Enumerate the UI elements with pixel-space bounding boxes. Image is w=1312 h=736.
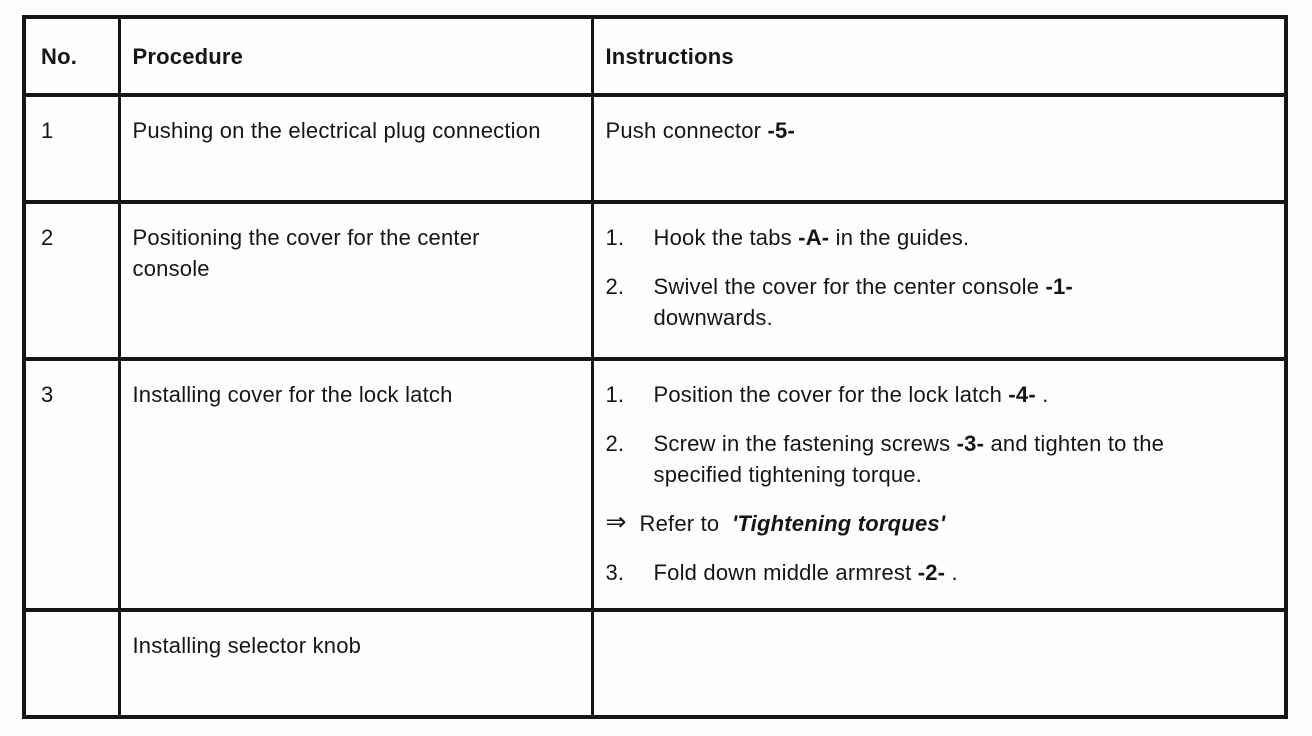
procedure-text: Pushing on the electrical plug connectio… [132, 118, 541, 143]
cell-instructions: Push connector -5- [590, 93, 1288, 204]
text-segment: in the guides. [829, 225, 970, 250]
cell-no [22, 608, 121, 719]
cell-instructions [590, 608, 1288, 719]
text-segment: Swivel the cover for the center console [653, 274, 1046, 299]
instruction-text: Swivel the cover for the center console … [654, 271, 1199, 333]
arrow-right-icon: ⇒ [605, 508, 627, 536]
table-row: 3 Installing cover for the lock latch 1. Po… [22, 357, 1288, 612]
text-segment: -A- [798, 225, 830, 250]
procedure-text: Installing cover for the lock latch [132, 382, 453, 407]
text-segment: Hook the tabs [653, 225, 799, 250]
text-segment: Refer to [639, 511, 732, 536]
item-number: 1. [605, 382, 625, 407]
text-segment: -2- [917, 560, 946, 585]
text-segment: downwards. [653, 305, 773, 330]
cell-procedure: Installing cover for the lock latch [117, 357, 594, 612]
instruction-text: Hook the tabs -A- in the guides. [654, 222, 970, 253]
cell-instructions: 1. Hook the tabs -A- in the guides. 2. Swiv… [590, 200, 1288, 361]
instruction-item: 2. Swivel the cover for the center consol… [606, 271, 1275, 333]
instruction-item: 2. Screw in the fastening screws -3- and … [606, 428, 1275, 490]
item-number: 1. [605, 225, 625, 250]
cell-instructions: 1. Position the cover for the lock latch … [590, 357, 1288, 612]
col-header-procedure: Procedure [117, 15, 594, 97]
header-row: No. Procedure Instructions [22, 15, 1288, 97]
col-header-instructions: Instructions [590, 15, 1288, 97]
instruction-text: Push connector -5- [606, 115, 795, 146]
instruction-item: 1. Position the cover for the lock latch … [606, 379, 1275, 410]
procedure-text: Positioning the cover for the center con… [132, 225, 480, 281]
instruction-item: Push connector -5- [606, 115, 1275, 146]
procedure-text: Installing selector knob [132, 633, 362, 658]
cell-procedure: Installing selector knob [117, 608, 594, 719]
text-segment: -1- [1045, 274, 1073, 299]
text-segment: 'Tightening torques' [731, 511, 946, 536]
text-segment: Screw in the fastening screws [653, 431, 957, 456]
cell-procedure: Pushing on the electrical plug connectio… [117, 93, 594, 204]
item-number: 2. [605, 431, 625, 456]
text-segment: . [945, 560, 958, 585]
cell-no: 3 [22, 357, 121, 612]
instruction-item: 1. Hook the tabs -A- in the guides. [606, 222, 1275, 253]
instruction-text: Screw in the fastening screws -3- and ti… [654, 428, 1199, 490]
text-segment: Push connector [605, 118, 768, 143]
instruction-item: ⇒ Refer to 'Tightening torques' [606, 508, 1275, 539]
col-header-no: No. [22, 15, 121, 97]
cell-procedure: Positioning the cover for the center con… [117, 200, 594, 361]
text-segment: -3- [956, 431, 985, 456]
instruction-item: 3. Fold down middle armrest -2- . [606, 557, 1275, 588]
text-segment: Position the cover for the lock latch [653, 382, 1009, 407]
text-segment: . [1035, 382, 1049, 407]
instruction-text: Position the cover for the lock latch -4… [654, 379, 1049, 410]
table-row: 1 Pushing on the electrical plug connecti… [22, 93, 1288, 204]
cell-no: 2 [22, 200, 121, 361]
item-number: 3. [605, 560, 625, 585]
text-segment: Fold down middle armrest [653, 560, 918, 585]
cell-no: 1 [22, 93, 121, 204]
text-segment: -5- [767, 118, 795, 143]
table-body: 1 Pushing on the electrical plug connecti… [22, 93, 1288, 719]
table-row: Installing selector knob [22, 608, 1288, 719]
text-segment: and tighten to the specified tightening … [653, 431, 1165, 487]
instruction-text: Refer to 'Tightening torques' [640, 508, 946, 539]
text-segment: -4- [1008, 382, 1036, 407]
instruction-text: Fold down middle armrest -2- . [654, 557, 958, 588]
item-number: 2. [605, 274, 625, 299]
procedure-table: No. Procedure Instructions 1 Pushing on t… [22, 15, 1288, 719]
